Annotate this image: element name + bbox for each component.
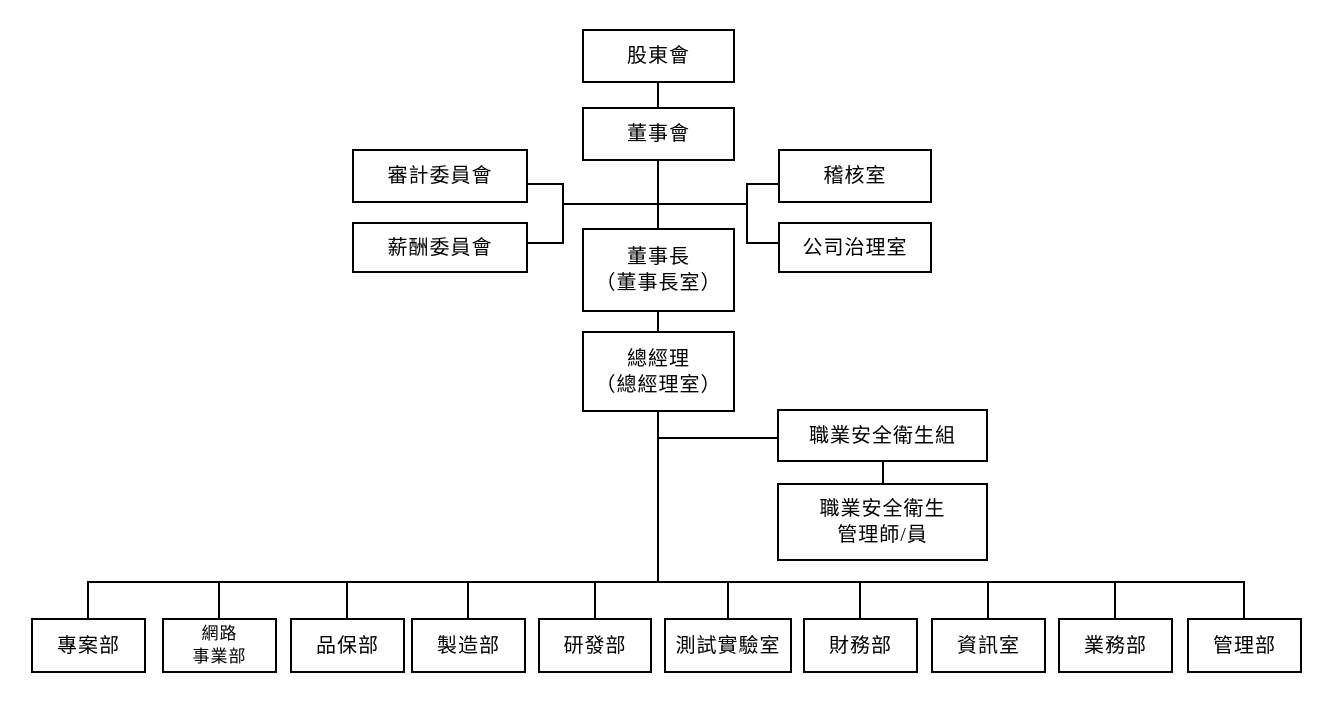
node-internal-audit-office: 稽核室 — [778, 149, 932, 203]
node-dept-project-label: 專案部 — [57, 634, 120, 657]
node-dept-administration: 管理部 — [1187, 618, 1302, 673]
node-chairman-line2: （董事長室） — [595, 272, 722, 294]
connector-board-chairman — [657, 161, 659, 228]
connector-drop-rd — [594, 581, 596, 618]
connector-osh-manager — [882, 462, 884, 483]
connector-audit-office — [746, 183, 778, 185]
node-dept-test-lab: 測試實驗室 — [664, 618, 792, 673]
node-osh-manager-line2: 管理師/員 — [837, 524, 928, 546]
node-osh-manager: 職業安全衛生 管理師/員 — [777, 483, 988, 561]
node-internal-audit-office-label: 稽核室 — [823, 165, 887, 187]
node-chairman: 董事長 （董事長室） — [582, 228, 735, 312]
node-general-manager-line1: 總經理 — [627, 347, 690, 370]
node-dept-qa-label: 品保部 — [316, 634, 379, 657]
connector-drop-qa — [346, 581, 348, 618]
node-board-of-directors: 董事會 — [582, 107, 735, 161]
node-compensation-committee: 薪酬委員會 — [352, 222, 528, 273]
node-corporate-governance-office: 公司治理室 — [778, 222, 932, 273]
node-dept-network-business: 網路 事業部 — [162, 618, 277, 673]
connector-chairman-gm — [657, 312, 659, 331]
node-dept-information: 資訊室 — [931, 618, 1046, 673]
node-corporate-governance-office-label: 公司治理室 — [802, 236, 908, 259]
node-dept-manufacturing-label: 製造部 — [437, 634, 500, 657]
connector-compensation-committee — [528, 242, 564, 244]
connector-office-bracket — [746, 183, 748, 244]
node-shareholders: 股東會 — [582, 29, 735, 83]
node-compensation-committee-label: 薪酬委員會 — [387, 236, 493, 259]
node-chairman-line1: 董事長 — [627, 246, 690, 268]
node-audit-committee: 審計委員會 — [352, 149, 528, 203]
node-general-manager: 總經理 （總經理室） — [582, 331, 735, 412]
node-osh-group: 職業安全衛生組 — [777, 409, 988, 462]
node-shareholders-label: 股東會 — [627, 45, 690, 67]
node-dept-sales-label: 業務部 — [1084, 634, 1147, 657]
node-dept-rd-label: 研發部 — [563, 634, 627, 657]
node-dept-sales: 業務部 — [1058, 618, 1173, 673]
node-dept-project: 專案部 — [31, 618, 146, 673]
node-dept-finance: 財務部 — [803, 618, 918, 673]
connector-governance-office — [746, 242, 778, 244]
connector-cross-line — [562, 203, 748, 205]
connector-drop-information — [987, 581, 989, 618]
connector-drop-project — [87, 581, 89, 618]
node-dept-network-line2: 事業部 — [192, 646, 247, 666]
connector-audit-committee — [528, 183, 564, 185]
connector-drop-administration — [1243, 581, 1245, 618]
node-dept-information-label: 資訊室 — [957, 634, 1020, 657]
connector-bottom-trunk — [87, 581, 1245, 583]
connector-osh-group — [657, 437, 777, 439]
node-dept-finance-label: 財務部 — [829, 634, 892, 657]
node-dept-manufacturing: 製造部 — [411, 618, 526, 673]
node-osh-group-label: 職業安全衛生組 — [809, 424, 956, 447]
node-osh-manager-line1: 職業安全衛生 — [819, 498, 946, 520]
connector-drop-finance — [859, 581, 861, 618]
node-general-manager-line2: （總經理室） — [595, 373, 722, 396]
node-dept-quality-assurance: 品保部 — [290, 618, 405, 673]
connector-drop-sales — [1114, 581, 1116, 618]
node-board-label: 董事會 — [627, 123, 690, 145]
connector-committee-bracket — [562, 183, 564, 244]
connector-drop-manufacturing — [467, 581, 469, 618]
connector-gm-trunk — [657, 412, 659, 582]
connector-shareholders-board — [657, 83, 659, 107]
connector-drop-network — [218, 581, 220, 618]
connector-drop-test-lab — [727, 581, 729, 618]
node-dept-test-lab-label: 測試實驗室 — [675, 634, 781, 657]
node-dept-network-line1: 網路 — [201, 623, 238, 643]
node-dept-rd: 研發部 — [538, 618, 652, 673]
node-audit-committee-label: 審計委員會 — [387, 165, 493, 187]
node-dept-administration-label: 管理部 — [1213, 634, 1276, 657]
